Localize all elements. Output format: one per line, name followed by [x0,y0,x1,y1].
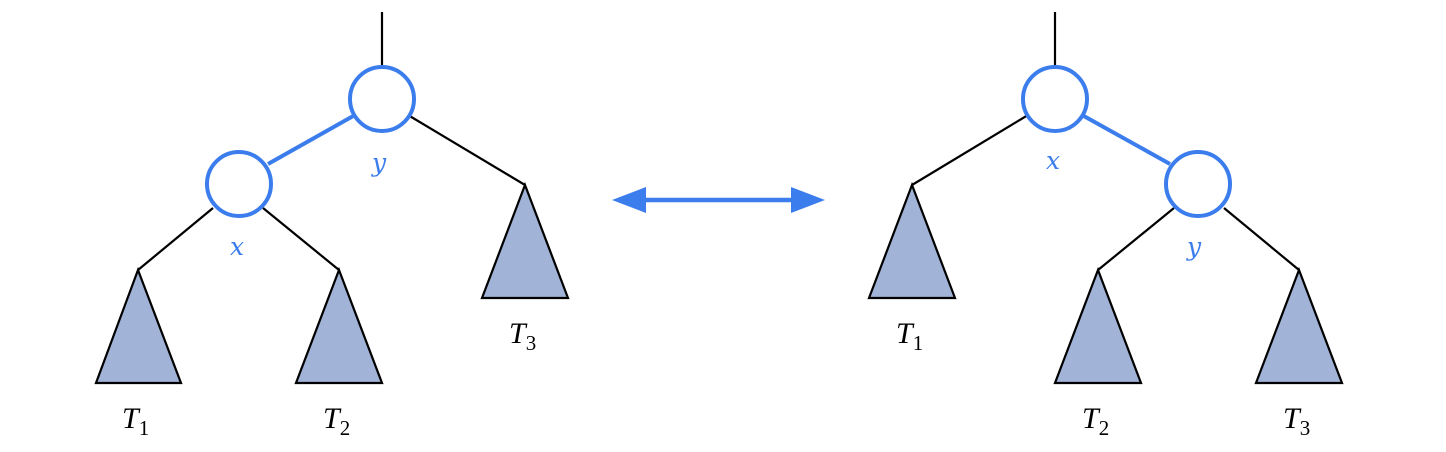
right-t1-letter: T [896,317,915,350]
rotation-arrow-left-head [612,187,646,213]
right-t3-sub: 3 [1300,416,1311,440]
left-t2-sub: 2 [340,416,351,440]
right-node-x [1021,65,1089,133]
right-subtree-t2-label: T2 [1082,402,1109,440]
left-t1-letter: T [122,402,141,435]
right-node-y [1164,150,1232,218]
left-y-t3-edge [407,114,526,186]
rotation-arrow [612,187,825,213]
right-y-t3-edge [1223,207,1300,271]
left-subtree-t3 [480,181,570,300]
left-node-x [205,150,273,218]
left-x-t1-edge [137,207,214,271]
left-node-y-label: y [371,148,387,177]
right-t2-letter: T [1082,402,1101,435]
left-subtree-t2 [294,266,384,385]
right-node-y-label: y [1186,232,1202,261]
right-x-t1-edge [911,114,1029,186]
right-subtree-t1 [867,181,957,300]
right-t2-sub: 2 [1099,416,1110,440]
left-t3-letter: T [509,317,528,350]
right-y-t2-edge [1097,207,1175,271]
left-y-x-edge [267,113,356,166]
right-tree: x y T1 T2 T3 [867,12,1344,440]
left-node-x-label: x [230,232,244,261]
right-t3-letter: T [1283,402,1302,435]
left-subtree-t2-label: T2 [323,402,350,440]
left-node-y [348,65,416,133]
right-subtree-t2 [1053,266,1143,385]
left-tree: y x T1 T2 T3 [94,12,570,440]
left-subtree-t1 [94,266,183,385]
left-x-t2-edge [262,207,340,271]
rotation-arrow-right-head [791,187,825,213]
right-subtree-t1-label: T1 [896,317,923,355]
right-t1-sub: 1 [913,331,924,355]
right-x-y-edge [1081,113,1171,166]
left-subtree-t1-label: T1 [122,402,149,440]
right-node-x-label: x [1046,146,1060,175]
left-t2-letter: T [323,402,342,435]
right-subtree-t3-label: T3 [1283,402,1310,440]
left-t1-sub: 1 [139,416,150,440]
left-t3-sub: 3 [526,331,537,355]
left-subtree-t3-label: T3 [509,317,536,355]
right-subtree-t3 [1254,266,1344,385]
